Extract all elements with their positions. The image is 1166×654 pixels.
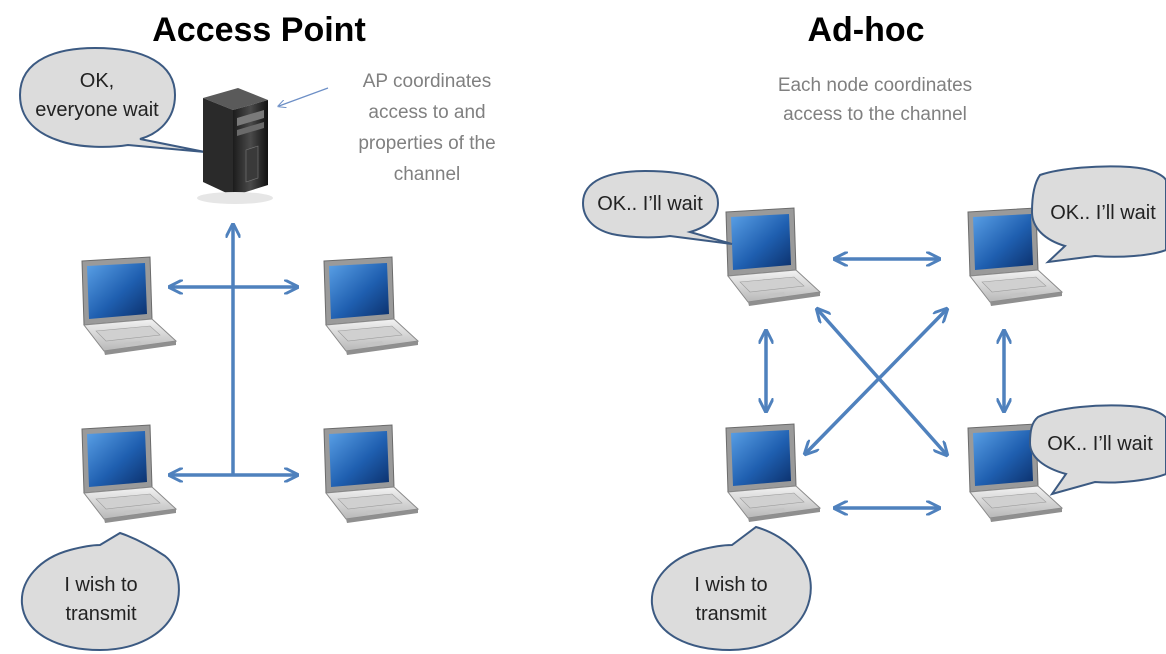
ap-note-line-1: AP coordinates: [363, 71, 492, 92]
ap-bubble-line-2: everyone wait: [35, 99, 159, 121]
ad-hoc-note-line-1: Each node coordinates: [778, 75, 972, 96]
sender-bubble-line-1: I wish to: [694, 574, 767, 596]
ap-note-pointer: [279, 87, 329, 106]
laptop-icon: [323, 424, 419, 524]
ap-speech-bubble: OK, everyone wait: [18, 46, 206, 153]
ad-hoc-note-line-2: access to the channel: [783, 104, 967, 125]
laptop-icon: [725, 423, 821, 523]
wait-bubble-text: OK.. I’ll wait: [1047, 433, 1153, 455]
sender-speech-bubble: I wish to transmit: [20, 531, 180, 652]
access-point-title: Access Point: [152, 11, 366, 49]
wait-speech-bubble: OK.. I’ll wait: [1030, 165, 1166, 264]
wait-speech-bubble: OK.. I’ll wait: [581, 169, 733, 245]
ap-bubble-line-1: OK,: [80, 70, 114, 92]
laptop-icon: [81, 424, 177, 524]
ap-note-line-2: access to and: [368, 102, 485, 123]
sender-speech-bubble: I wish to transmit: [650, 525, 812, 652]
laptop-icon: [81, 256, 177, 356]
sender-bubble-line-1: I wish to: [64, 574, 137, 596]
laptop-icon: [725, 207, 821, 307]
sender-bubble-line-2: transmit: [695, 603, 767, 625]
wait-speech-bubble: OK.. I’ll wait: [1028, 404, 1166, 496]
arrow-diagonal-up: [806, 310, 946, 453]
sender-bubble-line-2: transmit: [65, 603, 137, 625]
ad-hoc-title: Ad-hoc: [807, 11, 924, 49]
ap-note-line-3: properties of the: [358, 133, 495, 154]
access-point-server-icon: [197, 88, 273, 204]
ap-note-line-4: channel: [394, 164, 461, 185]
wait-bubble-text: OK.. I’ll wait: [597, 193, 703, 215]
laptop-icon: [323, 256, 419, 356]
wait-bubble-text: OK.. I’ll wait: [1050, 202, 1156, 224]
